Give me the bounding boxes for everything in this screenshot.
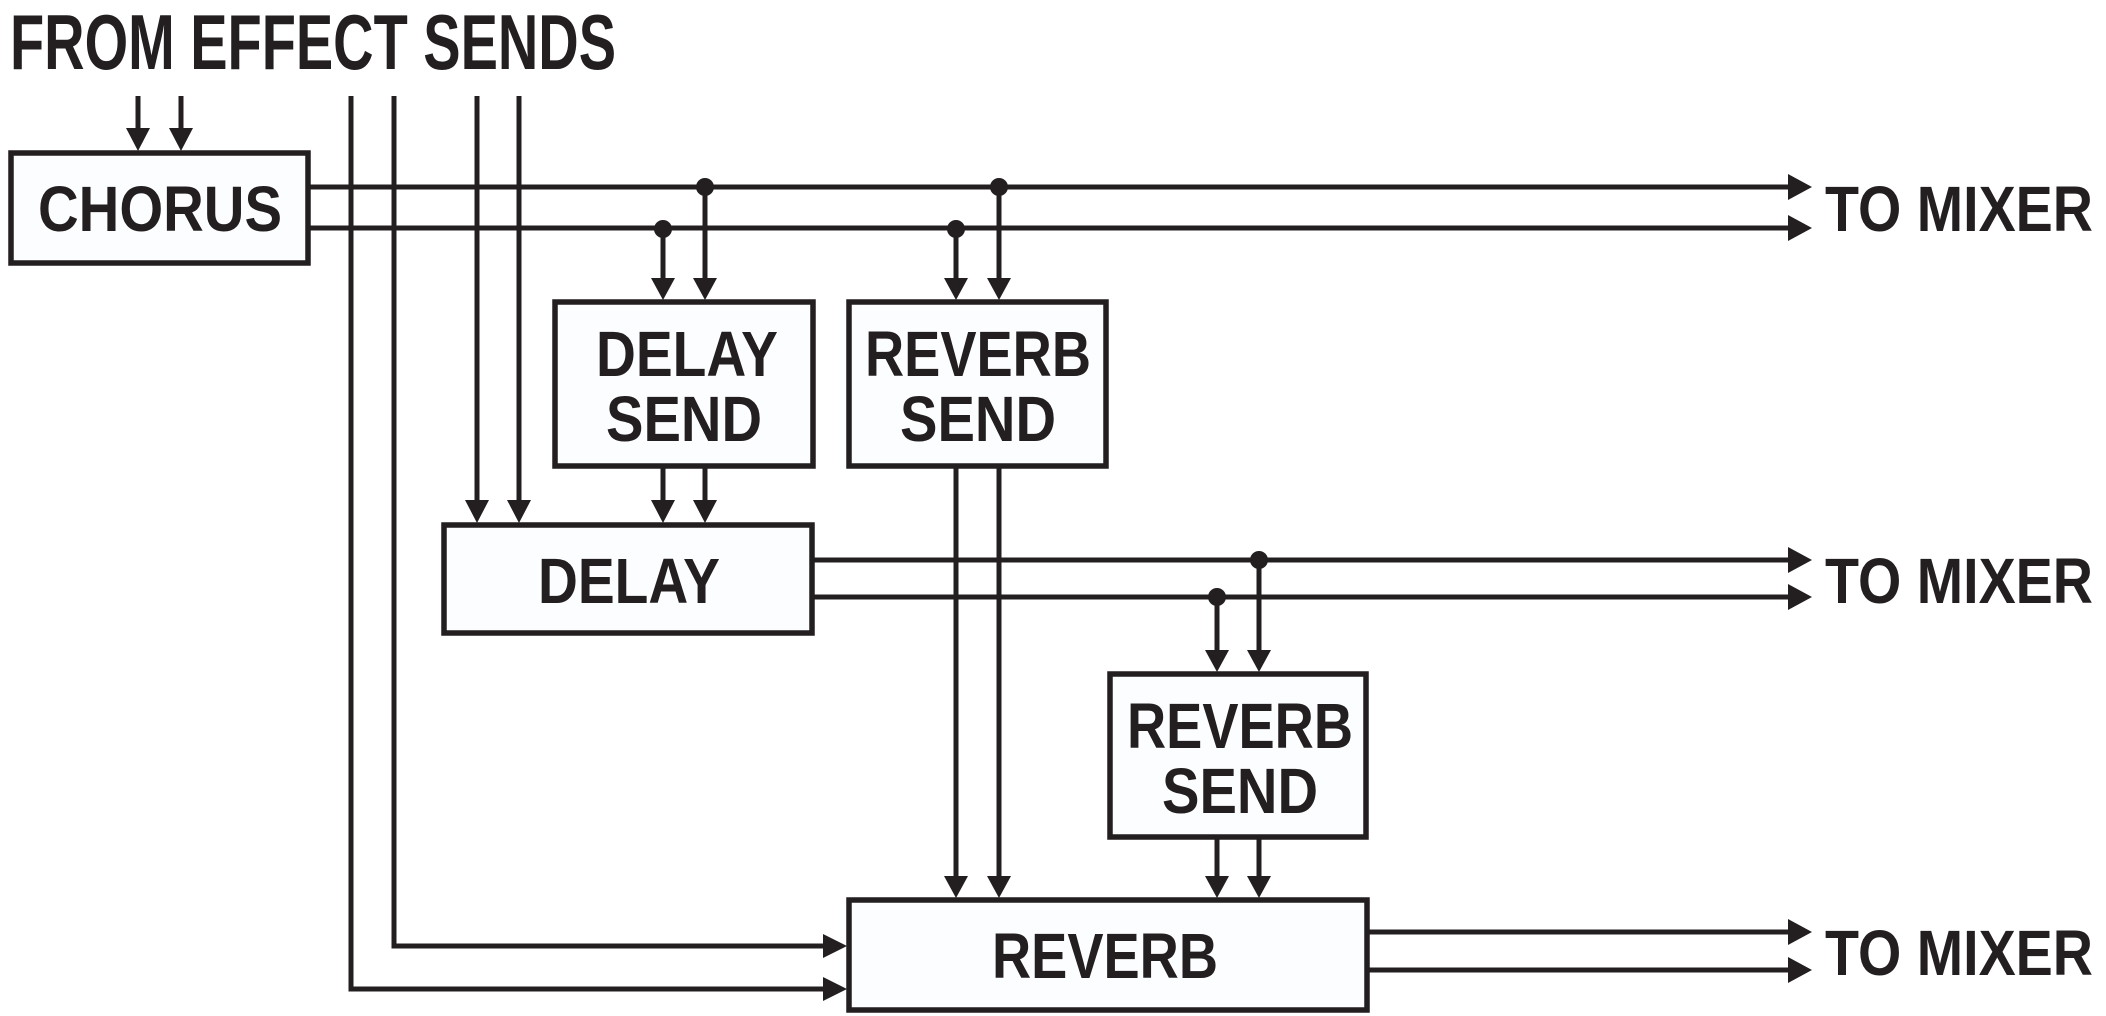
arrow-right-icon: [1788, 174, 1812, 200]
arrow-down-icon: [1247, 876, 1271, 898]
to-mixer-label-reverb: TO MIXER: [1825, 917, 2093, 989]
reverb-send-label-line1: REVERB: [865, 318, 1091, 390]
delay-block: DELAY: [441, 522, 815, 636]
delay-send-block: DELAY SEND: [552, 299, 816, 469]
delay-label: DELAY: [538, 545, 720, 617]
delay-to-reverb-send: [1205, 551, 1271, 672]
arrow-down-icon: [169, 128, 193, 151]
to-mixer-label-chorus: TO MIXER: [1825, 173, 2093, 245]
arrow-down-icon: [651, 278, 675, 300]
arrow-right-icon: [1788, 957, 1812, 983]
arrow-down-icon: [693, 500, 717, 523]
arrow-down-icon: [465, 500, 489, 523]
arrow-down-icon: [1205, 876, 1229, 898]
delay-send-label-line2: SEND: [606, 383, 762, 455]
arrow-right-icon: [1788, 215, 1812, 241]
reverb-send-2-label-line2: SEND: [1162, 755, 1318, 827]
arrow-down-icon: [1205, 650, 1229, 672]
arrow-right-icon: [1788, 584, 1812, 610]
reverb-send-2-label-line1: REVERB: [1127, 690, 1353, 762]
chorus-to-reverb-send: [944, 178, 1011, 300]
arrow-down-icon: [1247, 650, 1271, 672]
reverb-block: REVERB: [846, 897, 1370, 1013]
to-mixer-label-delay: TO MIXER: [1825, 545, 2093, 617]
arrow-down-icon: [651, 500, 675, 523]
arrow-down-icon: [507, 500, 531, 523]
chorus-to-delay-send: [651, 178, 717, 300]
chorus-output-bus: [310, 174, 1812, 241]
arrow-down-icon: [944, 278, 968, 300]
reverb-send-2-block: REVERB SEND: [1107, 671, 1369, 840]
arrow-right-icon: [1788, 919, 1812, 945]
chorus-label: CHORUS: [38, 173, 282, 245]
arrow-down-icon: [987, 278, 1011, 300]
title-from-effect-sends: FROM EFFECT SENDS: [10, 0, 616, 86]
reverb-send-block: REVERB SEND: [846, 299, 1109, 469]
input-to-delay: [465, 96, 531, 523]
reverb-output-bus: [1369, 919, 1812, 983]
reverb-label: REVERB: [992, 920, 1218, 992]
arrow-right-icon: [1788, 547, 1812, 573]
reverb-send-2-to-reverb: [1205, 839, 1271, 898]
delay-output-bus: [814, 547, 1812, 610]
input-to-chorus: [126, 96, 193, 151]
input-to-reverb: [348, 96, 847, 1001]
arrow-down-icon: [944, 876, 968, 898]
delay-send-to-delay: [651, 468, 717, 523]
arrow-right-icon: [823, 934, 847, 958]
delay-send-label-line1: DELAY: [596, 318, 778, 390]
arrow-down-icon: [693, 278, 717, 300]
arrow-down-icon: [126, 128, 150, 151]
reverb-send-label-line2: SEND: [900, 383, 1056, 455]
arrow-right-icon: [823, 977, 847, 1001]
arrow-down-icon: [987, 876, 1011, 898]
reverb-send-to-reverb: [944, 468, 1011, 898]
chorus-block: CHORUS: [8, 150, 311, 266]
